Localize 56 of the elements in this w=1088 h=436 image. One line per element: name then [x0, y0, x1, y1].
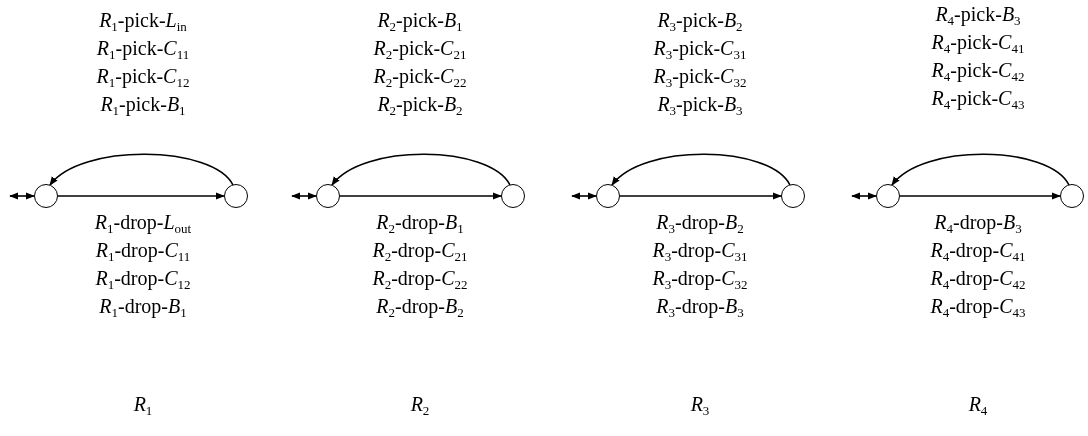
- transition-label: R$_{4}$-pick-B$_{3}$: [935, 2, 1021, 26]
- arrow: [57, 192, 225, 200]
- transition-label: R$_{2}$-pick-C$_{21}$: [373, 36, 467, 60]
- transition-label: R$_{1}$-drop-C$_{12}$: [95, 266, 191, 290]
- transition-label: R$_{4}$-drop-C$_{41}$: [930, 238, 1026, 262]
- robot-label: R$_{3}$: [690, 392, 710, 416]
- transition-label: R$_{4}$-drop-C$_{42}$: [930, 266, 1026, 290]
- arrow: [619, 192, 782, 200]
- robot-label: R$_{1}$: [133, 392, 153, 416]
- transition-label: R$_{2}$-drop-C$_{21}$: [372, 238, 468, 262]
- robot-label: R$_{2}$: [410, 392, 430, 416]
- transition-label: R$_{4}$-pick-C$_{43}$: [931, 86, 1025, 110]
- robot-label: R$_{4}$: [968, 392, 988, 416]
- state-circle: [781, 184, 805, 208]
- transition-label: R$_{1}$-pick-B$_{1}$: [100, 92, 186, 116]
- transition-label: R$_{1}$-drop-B$_{1}$: [99, 294, 187, 318]
- transition-label: R$_{4}$-drop-B$_{3}$: [934, 210, 1022, 234]
- arrow: [611, 153, 791, 186]
- state-circle: [596, 184, 620, 208]
- transition-label: R$_{1}$-drop-C$_{11}$: [95, 238, 191, 262]
- state-circle: [876, 184, 900, 208]
- state-circle: [1060, 184, 1084, 208]
- arrow: [9, 192, 35, 200]
- transition-label: R$_{1}$-pick-L$_{in}$: [99, 8, 187, 32]
- transition-label: R$_{3}$-drop-C$_{31}$: [652, 238, 748, 262]
- transition-label: R$_{3}$-pick-B$_{2}$: [657, 8, 743, 32]
- arrow: [49, 153, 234, 186]
- arrow: [851, 192, 877, 200]
- transition-label: R$_{4}$-pick-C$_{41}$: [931, 30, 1025, 54]
- transition-label: R$_{3}$-pick-B$_{3}$: [657, 92, 743, 116]
- state-circle: [224, 184, 248, 208]
- transition-label: R$_{4}$-drop-C$_{43}$: [930, 294, 1026, 318]
- transition-label: R$_{3}$-pick-C$_{31}$: [653, 36, 747, 60]
- transition-label: R$_{3}$-pick-C$_{32}$: [653, 64, 747, 88]
- transition-label: R$_{3}$-drop-C$_{32}$: [652, 266, 748, 290]
- transition-label: R$_{1}$-drop-L$_{out}$: [94, 210, 192, 234]
- transition-label: R$_{2}$-drop-B$_{1}$: [376, 210, 464, 234]
- arrow: [339, 192, 502, 200]
- transition-label: R$_{4}$-pick-C$_{42}$: [931, 58, 1025, 82]
- transition-label: R$_{2}$-pick-B$_{2}$: [377, 92, 463, 116]
- transition-label: R$_{1}$-pick-C$_{11}$: [96, 36, 190, 60]
- transition-label: R$_{2}$-drop-B$_{2}$: [376, 294, 464, 318]
- transition-label: R$_{3}$-drop-B$_{2}$: [656, 210, 744, 234]
- arrow: [899, 192, 1061, 200]
- arrow: [331, 153, 511, 186]
- transition-label: R$_{2}$-pick-B$_{1}$: [377, 8, 463, 32]
- arrow: [571, 192, 597, 200]
- transition-label: R$_{2}$-drop-C$_{22}$: [372, 266, 468, 290]
- state-circle: [316, 184, 340, 208]
- arrow: [891, 153, 1070, 186]
- transition-label: R$_{1}$-pick-C$_{12}$: [96, 64, 190, 88]
- transition-label: R$_{3}$-drop-B$_{3}$: [656, 294, 744, 318]
- state-circle: [501, 184, 525, 208]
- transition-label: R$_{2}$-pick-C$_{22}$: [373, 64, 467, 88]
- state-circle: [34, 184, 58, 208]
- arrow: [291, 192, 317, 200]
